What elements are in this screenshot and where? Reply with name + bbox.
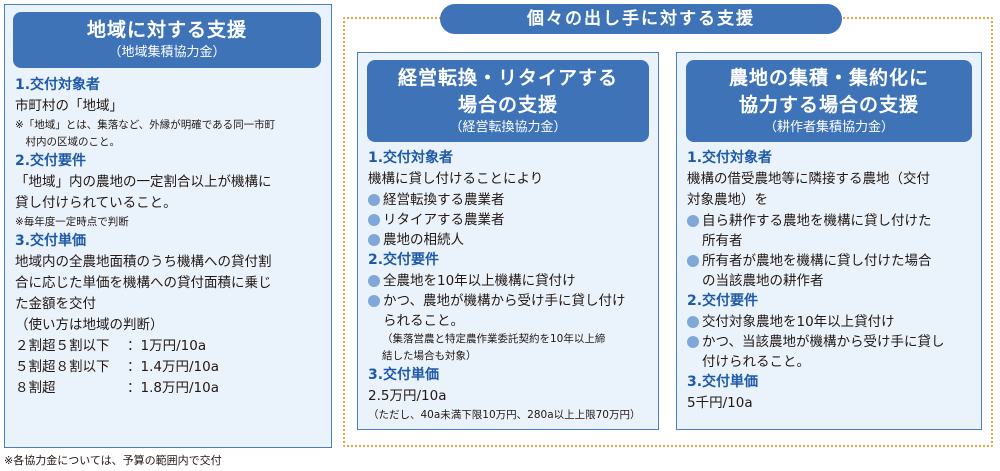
bullet-icon [368, 234, 380, 246]
price-range: ２割超５割以下 [15, 338, 110, 354]
footnote: ※各協力金については、予算の範囲内で交付 [4, 454, 222, 467]
regional-target-note: 村内の区域のこと。 [15, 136, 120, 148]
price-value: ：1.4万円/10a [127, 359, 219, 375]
conversion-title-line: 場合の支援 [457, 94, 558, 116]
regional-target-line: 市町村の「地域」 [15, 98, 123, 114]
regional-price-row: ５割超８割以下 ：1.4万円/10a [15, 357, 331, 378]
consolidation-req-head: 2.交付要件 [687, 293, 759, 309]
list-item: 農地の相続人 [368, 230, 658, 250]
regional-title-box: 地域に対する支援 （地域集積協力金） [13, 12, 321, 68]
price-range: ５割超８割以下 [15, 359, 110, 375]
regional-req-head: 2.交付要件 [15, 153, 87, 169]
regional-title: 地域に対する支援 [86, 19, 247, 41]
consolidation-target-intro: 対象農地）を [687, 192, 768, 208]
conversion-req-note: 結した場合も対象） [382, 350, 477, 362]
conversion-title-box: 経営転換・リタイアする 場合の支援 （経営転換協力金） [367, 60, 649, 142]
list-item: 経営転換する農業者 [368, 190, 658, 210]
bullet-icon [687, 215, 699, 227]
regional-req-line: 貸し付けられていること。 [15, 195, 177, 211]
list-item: リタイアする農業者 [368, 210, 658, 230]
conversion-req-head: 2.交付要件 [368, 252, 440, 268]
price-range: ８割超 [15, 380, 56, 396]
conversion-target-head: 1.交付対象者 [368, 150, 454, 166]
conversion-price-value: 2.5万円/10a [368, 388, 447, 404]
consolidation-title-line: 農地の集積・集約化に [728, 67, 929, 89]
regional-price-head: 3.交付単価 [15, 233, 87, 249]
conversion-support-panel: 経営転換・リタイアする 場合の支援 （経営転換協力金） 1.交付対象者 機構に貸… [357, 52, 659, 430]
consolidation-target-head: 1.交付対象者 [687, 150, 773, 166]
regional-price-line: （使い方は地域の判断） [15, 317, 164, 333]
consolidation-price-head: 3.交付単価 [687, 374, 759, 390]
list-item: 所有者が農地を機構に貸し付けた場合の当該農地の耕作者 [687, 251, 981, 291]
regional-price-row: ２割超５割以下 ：1万円/10a [15, 336, 331, 357]
regional-target-head: 1.交付対象者 [15, 77, 101, 93]
regional-price-line: 地域内の全農地面積のうち機構への貸付割 [15, 254, 272, 270]
list-item: かつ、農地が機構から受け手に貸し付けられること。 [368, 291, 658, 331]
conversion-req-note: （集落営農と特定農作業委託契約を10年以上締 [382, 333, 606, 345]
consolidation-support-panel: 農地の集積・集約化に 協力する場合の支援 （耕作者集積協力金） 1.交付対象者 … [676, 52, 982, 430]
consolidation-price-value: 5千円/10a [687, 395, 753, 411]
list-item: 交付対象農地を10年以上貸付け [687, 312, 981, 332]
regional-price-line: 合に応じた単価を機構への貸付面積に乗じ [15, 275, 272, 291]
price-value: ：1万円/10a [127, 338, 207, 354]
bullet-icon [687, 336, 699, 348]
regional-req-note: ※毎年度一定時点で判断 [15, 216, 129, 228]
regional-subtitle: （地域集積協力金） [108, 45, 226, 60]
consolidation-body: 1.交付対象者 機構の借受農地等に隣接する農地（交付 対象農地）を 自ら耕作する… [677, 142, 981, 414]
consolidation-target-intro: 機構の借受農地等に隣接する農地（交付 [687, 171, 930, 187]
conversion-price-head: 3.交付単価 [368, 367, 440, 383]
list-item: かつ、当該農地が機構から受け手に貸し付けられること。 [687, 332, 981, 372]
bullet-icon [687, 316, 699, 328]
regional-body: 1.交付対象者 市町村の「地域」 ※「地域」とは、集落など、外縁が明確である同一… [5, 68, 331, 399]
bullet-icon [368, 295, 380, 307]
regional-req-line: 「地域」内の農地の一定割合以上が機構に [15, 174, 272, 190]
list-item: 自ら耕作する農地を機構に貸し付けた所有者 [687, 211, 981, 251]
regional-price-row: ８割超 ：1.8万円/10a [15, 378, 331, 399]
bullet-icon [368, 194, 380, 206]
conversion-price-note: （ただし、40a未満下限10万円、280a以上上限70万円） [368, 409, 641, 421]
individual-support-header: 個々の出し手に対する支援 [440, 4, 842, 34]
consolidation-subtitle: （耕作者集積協力金） [763, 120, 894, 135]
conversion-subtitle: （経営転換協力金） [449, 120, 567, 135]
list-item: 全農地を10年以上機構に貸付け [368, 271, 658, 291]
bullet-icon [368, 275, 380, 287]
conversion-body: 1.交付対象者 機構に貸し付けることにより 経営転換する農業者 リタイアする農業… [358, 142, 658, 424]
conversion-target-intro: 機構に貸し付けることにより [368, 171, 544, 187]
regional-price-line: た金額を交付 [15, 296, 96, 312]
regional-target-note: ※「地域」とは、集落など、外縁が明確である同一市町 [15, 119, 276, 131]
consolidation-title-line: 協力する場合の支援 [738, 94, 919, 116]
conversion-title-line: 経営転換・リタイアする [397, 67, 618, 89]
consolidation-title-box: 農地の集積・集約化に 協力する場合の支援 （耕作者集積協力金） [686, 60, 972, 142]
price-value: ：1.8万円/10a [127, 380, 219, 396]
bullet-icon [368, 214, 380, 226]
regional-support-panel: 地域に対する支援 （地域集積協力金） 1.交付対象者 市町村の「地域」 ※「地域… [4, 4, 332, 448]
bullet-icon [687, 255, 699, 267]
